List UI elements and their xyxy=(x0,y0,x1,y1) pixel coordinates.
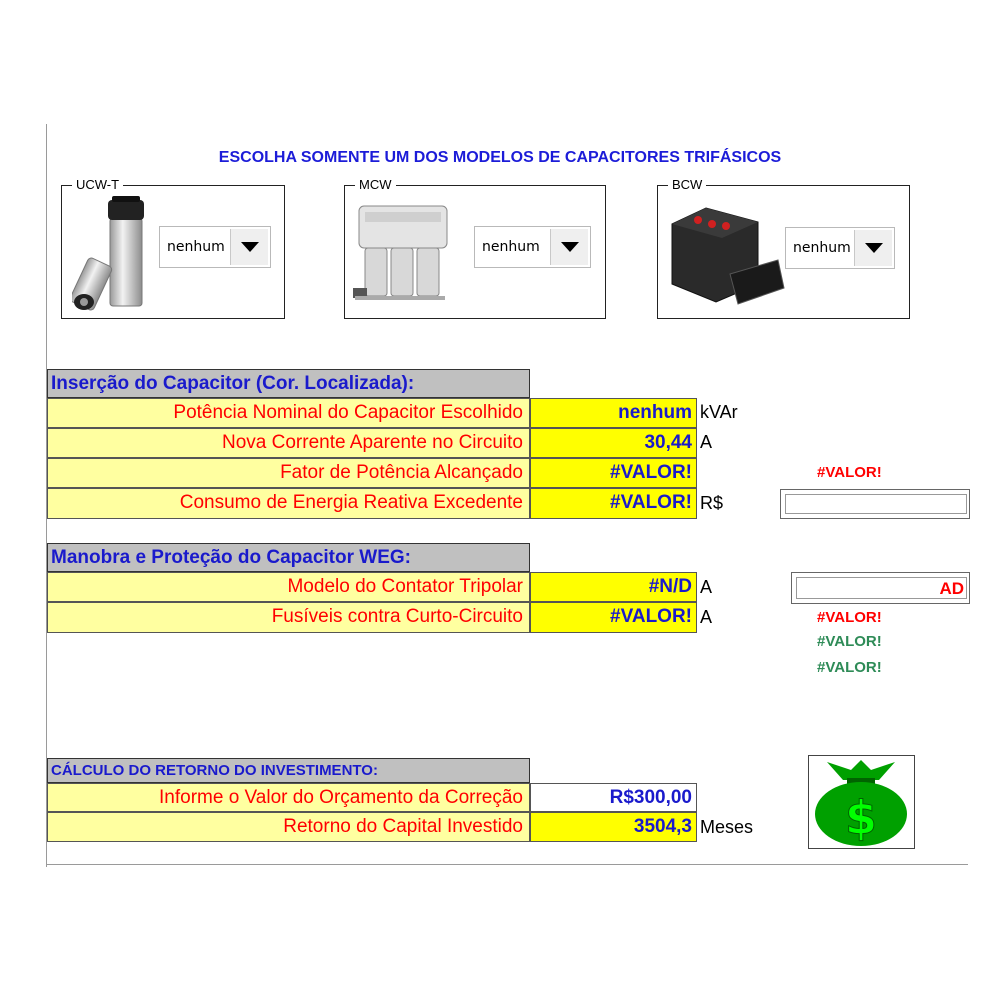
contator-output-box: AD xyxy=(791,572,970,604)
insercao-label-corrente: Nova Corrente Aparente no Circuito xyxy=(47,428,530,458)
ucw-t-capacitor-image xyxy=(72,196,144,311)
section-header-manobra: Manobra e Proteção do Capacitor WEG: xyxy=(47,543,530,572)
insercao-unit-potencia: kVAr xyxy=(700,402,738,422)
insercao-value-fator[interactable]: #VALOR! xyxy=(530,458,697,488)
money-bag-frame: $ xyxy=(808,755,915,849)
retorno-label-orcamento: Informe o Valor do Orçamento da Correção xyxy=(47,783,530,812)
orcamento-input[interactable]: R$300,00 xyxy=(530,783,697,812)
model-legend: BCW xyxy=(668,177,707,192)
insercao-value-potencia[interactable]: nenhum xyxy=(530,398,697,428)
page-title: ESCOLHA SOMENTE UM DOS MODELOS DE CAPACI… xyxy=(218,149,782,166)
chevron-down-icon xyxy=(240,242,259,252)
retorno-value-capital[interactable]: 3504,3 xyxy=(530,812,697,842)
side-output-box xyxy=(780,489,970,519)
section-header-insercao: Inserção do Capacitor (Cor. Localizada): xyxy=(47,369,530,398)
side-error-fator: #VALOR! xyxy=(817,464,882,481)
manobra-label-fusiveis: Fusíveis contra Curto-Circuito xyxy=(47,602,530,633)
money-bag-icon: $ xyxy=(815,760,907,846)
side-error-2: #VALOR! xyxy=(817,633,882,650)
ucw-t-select[interactable]: nenhum xyxy=(159,226,271,268)
side-error-1: #VALOR! xyxy=(817,609,882,626)
retorno-label-capital: Retorno do Capital Investido xyxy=(47,812,530,842)
manobra-unit-fusiveis: A xyxy=(700,607,713,627)
insercao-label-potencia: Potência Nominal do Capacitor Escolhido xyxy=(47,398,530,428)
model-legend: MCW xyxy=(355,177,396,192)
bcw-capacitor-image xyxy=(671,207,785,305)
model-frame-ucw-t: UCW-T nenhum xyxy=(61,177,285,319)
dropdown-button[interactable] xyxy=(230,229,268,265)
side-output-inner xyxy=(785,494,967,514)
mcw-select[interactable]: nenhum xyxy=(474,226,591,268)
dropdown-button[interactable] xyxy=(854,230,892,266)
manobra-value-contator[interactable]: #N/D xyxy=(530,572,697,602)
manobra-label-contator: Modelo do Contator Tripolar xyxy=(47,572,530,602)
contator-output-text: AD xyxy=(939,579,964,598)
manobra-unit-contator: A xyxy=(700,577,713,597)
insercao-unit-consumo: R$ xyxy=(700,493,724,513)
side-error-3: #VALOR! xyxy=(817,659,882,676)
insercao-label-fator: Fator de Potência Alcançado xyxy=(47,458,530,488)
model-frame-mcw: MCW nenhum xyxy=(344,177,606,319)
manobra-value-fusiveis[interactable]: #VALOR! xyxy=(530,602,697,633)
chevron-down-icon xyxy=(560,242,579,252)
bcw-select[interactable]: nenhum xyxy=(785,227,895,269)
retorno-unit-capital: Meses xyxy=(700,817,754,837)
select-value: nenhum xyxy=(793,240,851,256)
contator-output-inner: AD xyxy=(796,577,967,599)
select-value: nenhum xyxy=(167,239,225,255)
model-legend: UCW-T xyxy=(72,177,124,192)
select-value: nenhum xyxy=(482,239,540,255)
chevron-down-icon xyxy=(864,243,883,253)
sheet-left-border xyxy=(46,124,47,867)
insercao-value-corrente[interactable]: 30,44 xyxy=(530,428,697,458)
insercao-label-consumo: Consumo de Energia Reativa Excedente xyxy=(47,488,530,519)
svg-text:$: $ xyxy=(845,791,877,845)
insercao-unit-corrente: A xyxy=(700,432,713,452)
model-frame-bcw: BCW nenhum xyxy=(657,177,910,319)
mcw-capacitor-image xyxy=(353,205,448,300)
section-header-retorno: CÁLCULO DO RETORNO DO INVESTIMENTO: xyxy=(47,758,530,783)
dropdown-button[interactable] xyxy=(550,229,588,265)
sheet-bottom-border xyxy=(46,864,968,865)
insercao-value-consumo[interactable]: #VALOR! xyxy=(530,488,697,519)
